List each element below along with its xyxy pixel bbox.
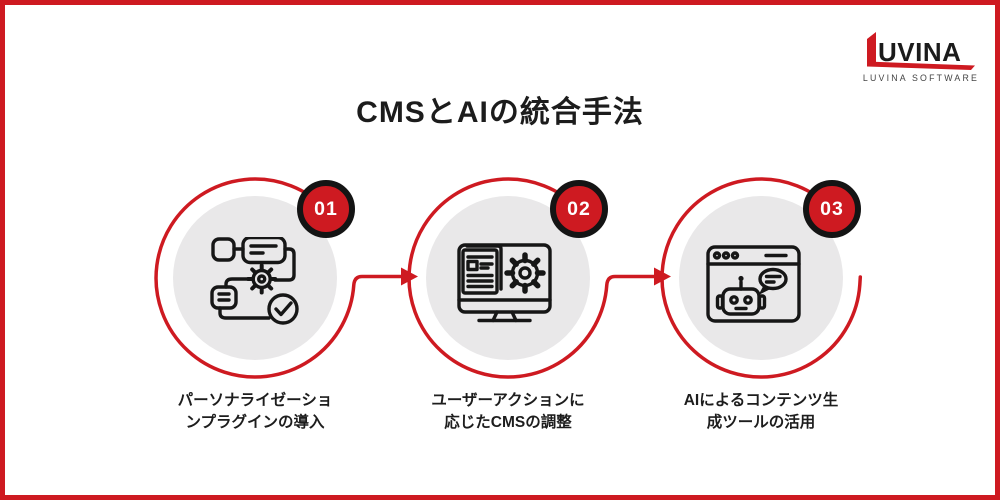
step-label-1: パーソナライゼーショ ンプラグインの導入: [135, 390, 375, 434]
step-circle-1: [173, 196, 337, 360]
step-badge-3: 03: [803, 180, 861, 238]
step-circles: [173, 196, 843, 360]
step-badge-2: 02: [550, 180, 608, 238]
logo-wordmark: UVINA: [878, 37, 961, 67]
step-label-1-line1: パーソナライゼーショ: [177, 392, 333, 409]
step-label-3: AIによるコンテンツ生 成ツールの活用: [641, 390, 881, 434]
red-l-swoosh-icon: [867, 32, 975, 70]
logo-tagline: LUVINA SOFTWARE: [863, 73, 979, 83]
flow-graphics: [154, 177, 863, 379]
step-ring-1: [154, 177, 403, 379]
step-ring-2: [407, 177, 656, 379]
step-circle-2: [426, 196, 590, 360]
step-badge-1: 01: [297, 180, 355, 238]
browser-ai-robot-chat-icon: [706, 245, 801, 323]
step-label-3-line1: AIによるコンテンツ生: [683, 392, 839, 409]
step-label-3-line2: 成ツールの活用: [706, 414, 816, 431]
arrow-right-icon: [401, 267, 418, 286]
step-ring-3: [660, 177, 863, 379]
workflow-process-check-icon: [210, 237, 299, 325]
arrow-right-icon: [654, 267, 671, 286]
step-label-1-line2: ンプラグインの導入: [185, 414, 325, 431]
step-label-2: ユーザーアクションに 応じたCMSの調整: [388, 390, 628, 434]
page-title: CMSとAIの統合手法: [356, 96, 644, 129]
flow-arrows: [401, 267, 671, 286]
step-label-2-line2: 応じたCMSの調整: [444, 414, 572, 431]
step-label-2-line1: ユーザーアクションに: [431, 392, 585, 409]
step-rings: [154, 177, 863, 379]
luvina-logo: UVINA LUVINA SOFTWARE: [863, 32, 979, 83]
monitor-cms-document-gear-icon: [457, 243, 552, 323]
